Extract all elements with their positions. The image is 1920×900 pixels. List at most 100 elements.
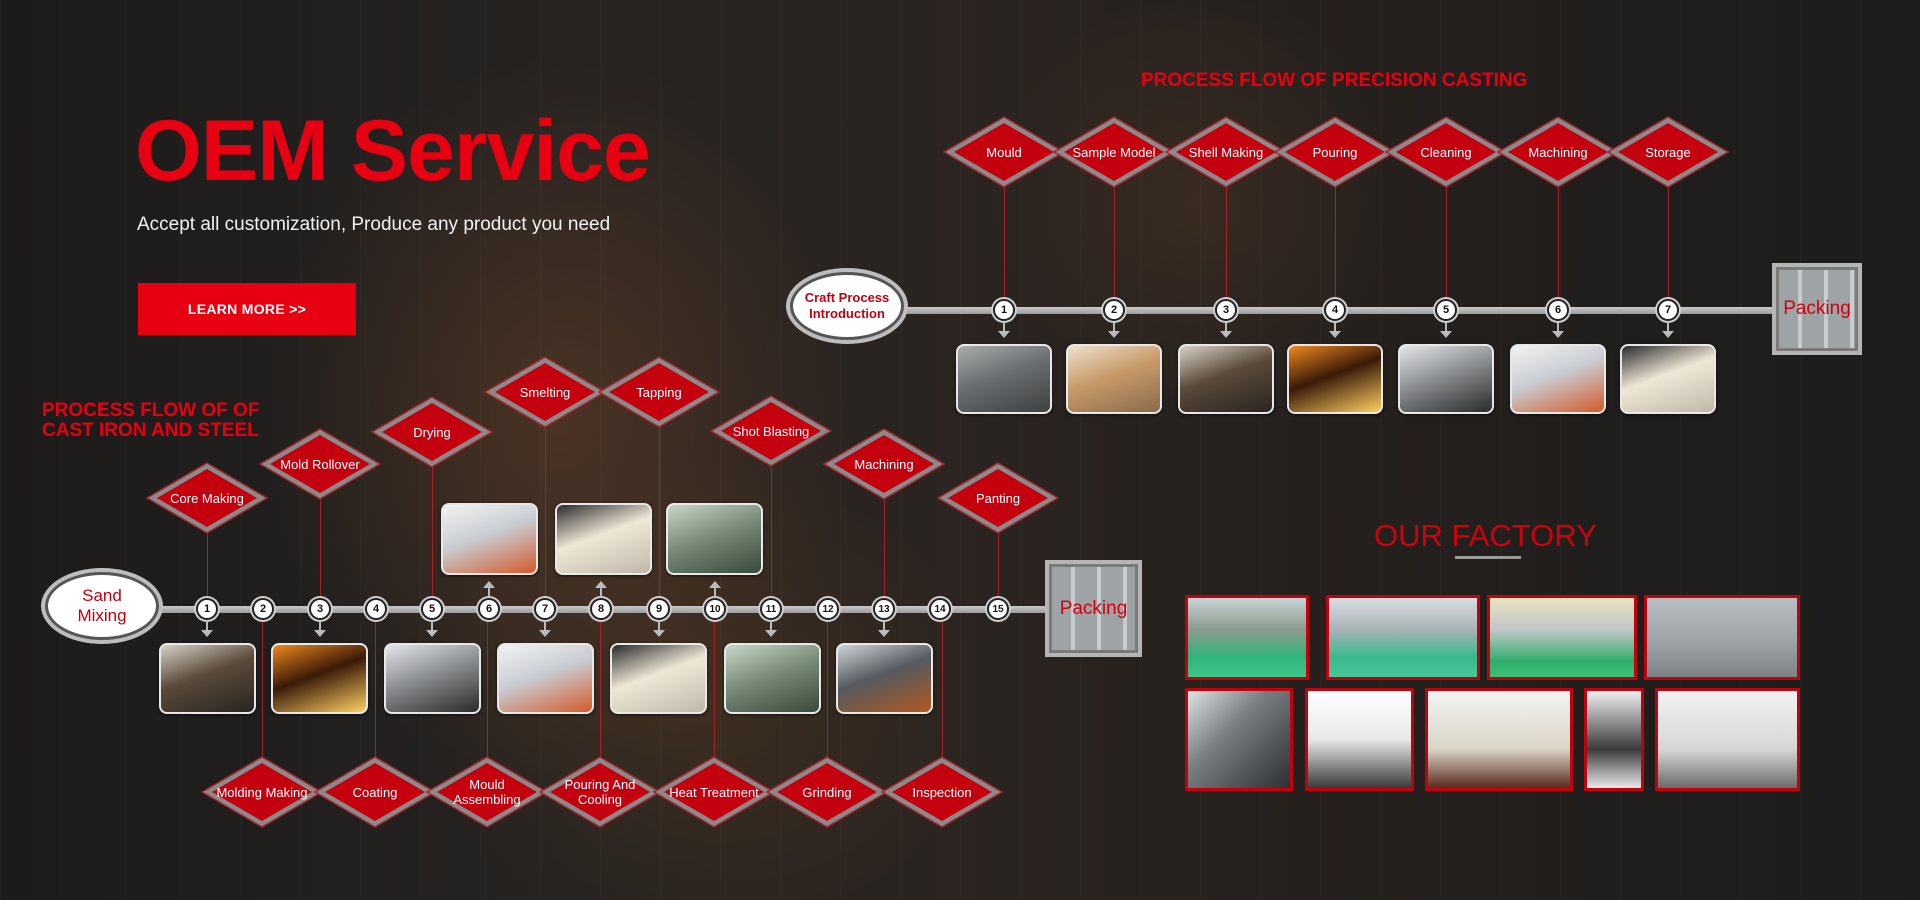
diamond-label: Mold Rollover bbox=[280, 456, 360, 472]
diamond-label: Machining bbox=[854, 456, 914, 472]
molten-pour-photo[interactable] bbox=[1287, 344, 1383, 414]
precision-step-diamond: Shell Making bbox=[1165, 116, 1287, 188]
diamond-label: Smelting bbox=[519, 384, 571, 400]
process-photo[interactable] bbox=[610, 643, 707, 714]
process-photo[interactable] bbox=[384, 643, 481, 714]
up-arrow-icon bbox=[709, 581, 721, 597]
iron-packing-node: Packing bbox=[1045, 560, 1142, 657]
connector-line bbox=[375, 619, 376, 758]
precision-step-diamond: Mould bbox=[943, 116, 1065, 188]
brake-drum-gauge-photo[interactable] bbox=[1185, 688, 1293, 791]
precision-packing-node: Packing bbox=[1772, 263, 1862, 355]
top-step-diamond: Tapping bbox=[598, 356, 720, 428]
start-node-line2: Mixing bbox=[77, 606, 127, 625]
bottom-step-diamond: Grinding bbox=[766, 756, 888, 828]
down-arrow-icon bbox=[1220, 322, 1232, 338]
finished-part-photo[interactable] bbox=[1620, 344, 1716, 414]
precision-step-diamond: Pouring bbox=[1274, 116, 1396, 188]
precision-step-diamond: Sample Model bbox=[1053, 116, 1175, 188]
assembly-line-photo[interactable] bbox=[1185, 595, 1309, 680]
machining-hall-photo[interactable] bbox=[1487, 595, 1637, 680]
dust-collector-photo[interactable] bbox=[1644, 595, 1800, 680]
connector-line bbox=[771, 465, 772, 599]
top-step-diamond: Core Making bbox=[146, 462, 268, 534]
precision-section-title: PROCESS FLOW OF PRECISION CASTING bbox=[1141, 70, 1528, 91]
step-number-badge: 2 bbox=[252, 598, 274, 620]
connector-line bbox=[262, 619, 263, 758]
hardness-tester-photo[interactable] bbox=[1584, 688, 1644, 791]
iron-steel-title-line2: CAST IRON AND STEEL bbox=[42, 420, 259, 441]
connector-line bbox=[827, 619, 828, 758]
process-photo[interactable] bbox=[724, 643, 821, 714]
iron-steel-title-line1: PROCESS FLOW OF OF bbox=[42, 400, 260, 421]
process-photo[interactable] bbox=[271, 643, 368, 714]
cmm-photo[interactable] bbox=[1305, 688, 1414, 791]
factory-title: OUR FACTORY bbox=[1374, 518, 1597, 553]
hero-title: OEM Service bbox=[135, 103, 651, 199]
cnc-line-photo[interactable] bbox=[1510, 344, 1606, 414]
bottom-step-diamond: Inspection bbox=[881, 756, 1003, 828]
process-photo[interactable] bbox=[159, 643, 256, 714]
step-number-badge: 9 bbox=[648, 598, 670, 620]
learn-more-button[interactable]: LEARN MORE >> bbox=[138, 283, 356, 335]
step-number-badge: 4 bbox=[1324, 299, 1346, 321]
diamond-label: Heat Treatment bbox=[669, 784, 759, 800]
mould-photo[interactable] bbox=[956, 344, 1052, 414]
start-node-line1: Craft Process bbox=[804, 290, 890, 305]
step-number-badge: 7 bbox=[1657, 299, 1679, 321]
diamond-label: Shell Making bbox=[1188, 144, 1264, 160]
connector-line bbox=[884, 498, 885, 599]
connector-line bbox=[1004, 186, 1005, 300]
edm-machine-photo[interactable] bbox=[1655, 688, 1800, 791]
start-node-line1: Sand bbox=[82, 586, 122, 605]
process-photo[interactable] bbox=[497, 643, 594, 714]
bottom-step-diamond: Coating bbox=[314, 756, 436, 828]
diamond-label: Storage bbox=[1645, 144, 1691, 160]
process-photo[interactable] bbox=[666, 503, 763, 575]
shell-tree-photo[interactable] bbox=[1178, 344, 1274, 414]
process-photo[interactable] bbox=[441, 503, 538, 575]
top-step-diamond: Machining bbox=[823, 428, 945, 500]
diamond-label: Pouring bbox=[1312, 144, 1358, 160]
bottom-step-diamond: Molding Making bbox=[201, 756, 323, 828]
step-number-badge: 13 bbox=[873, 598, 895, 620]
step-number-badge: 10 bbox=[704, 598, 726, 620]
up-arrow-icon bbox=[595, 581, 607, 597]
step-number-badge: 1 bbox=[993, 299, 1015, 321]
top-step-diamond: Panting bbox=[937, 462, 1059, 534]
down-arrow-icon bbox=[314, 621, 326, 637]
step-number-badge: 3 bbox=[1215, 299, 1237, 321]
connector-line bbox=[1226, 186, 1227, 300]
top-step-diamond: Shot Blasting bbox=[710, 395, 832, 467]
down-arrow-icon bbox=[1552, 322, 1564, 338]
bottom-step-diamond: Heat Treatment bbox=[653, 756, 775, 828]
down-arrow-icon bbox=[998, 322, 1010, 338]
sand-mixing-start-node: Sand Mixing bbox=[45, 572, 159, 640]
diamond-label: Pouring And Cooling bbox=[564, 777, 636, 807]
connector-line bbox=[659, 426, 660, 599]
diamond-label: Cleaning bbox=[1420, 144, 1472, 160]
sand-plant-photo[interactable] bbox=[1326, 595, 1480, 680]
down-arrow-icon bbox=[1662, 322, 1674, 338]
diamond-label: Tapping bbox=[636, 384, 682, 400]
diamond-label: Shot Blasting bbox=[732, 423, 810, 439]
wax-pattern-photo[interactable] bbox=[1066, 344, 1162, 414]
step-number-badge: 14 bbox=[929, 598, 951, 620]
diamond-label: Inspection bbox=[912, 784, 972, 800]
connector-line bbox=[1114, 186, 1115, 300]
step-number-badge: 1 bbox=[196, 598, 218, 620]
down-arrow-icon bbox=[653, 621, 665, 637]
control-room-photo[interactable] bbox=[1425, 688, 1573, 791]
connector-line bbox=[1558, 186, 1559, 300]
diamond-label: Panting bbox=[975, 490, 1021, 506]
step-number-badge: 5 bbox=[421, 598, 443, 620]
connector-line bbox=[1668, 186, 1669, 300]
down-arrow-icon bbox=[765, 621, 777, 637]
process-photo[interactable] bbox=[555, 503, 652, 575]
connector-line bbox=[487, 619, 488, 758]
hero-subtitle: Accept all customization, Produce any pr… bbox=[137, 214, 611, 235]
connector-line bbox=[1335, 186, 1336, 300]
connector-line bbox=[600, 619, 601, 758]
cleaning-photo[interactable] bbox=[1398, 344, 1494, 414]
process-photo[interactable] bbox=[836, 643, 933, 714]
